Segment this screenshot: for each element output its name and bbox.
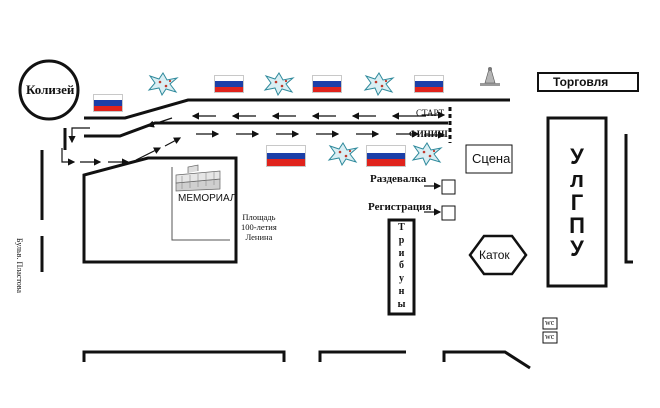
memorial-building-icon [175,164,221,192]
bottom-road-mid [318,350,406,362]
festive-star-icon [411,142,443,166]
festive-star-icon [263,72,295,96]
memorial-label: МЕМОРИАЛ [178,193,237,204]
route-arrows [61,111,446,216]
memorial-frame [171,167,230,241]
russian-flag-icon [312,75,342,93]
wc-label-2: wc [545,332,555,341]
stands-box [387,218,416,316]
registration-label: Регистрация [368,201,432,213]
festive-star-icon [327,142,359,166]
street-label: Бульв. Пластова [15,238,24,293]
russian-flag-icon [93,94,123,112]
registration-box [441,205,456,221]
trade-label: Торговля [553,75,609,89]
stage-box [465,144,513,174]
bottom-road-left [82,350,286,362]
russian-flag-icon [214,75,244,93]
university-building [546,116,608,288]
right-fence [624,134,633,264]
wc-label-1: wc [545,318,555,327]
rink-label: Каток [479,248,510,262]
festive-star-icon [363,72,395,96]
russian-flag-icon [414,75,444,93]
dressing-room-box [441,179,456,195]
wc-box-1 [542,317,558,330]
russian-flag-icon [366,145,406,167]
festive-star-icon [147,72,179,96]
coliseum-label: Колизей [26,82,75,97]
square-label: Площадь 100-летия Ленина [241,212,277,242]
wc-box-2 [542,331,558,344]
memorial-block [82,156,238,264]
monument-icon [480,67,500,86]
top-road [84,98,510,120]
finish-label: ФИНИШ [409,129,448,139]
stage-label: Сцена [472,151,511,166]
bottom-road-right [442,350,531,370]
start-label: СТАРТ [416,108,445,118]
dressing-room-label: Раздевалка [370,173,427,185]
rink-hexagon [468,234,528,276]
trade-box [537,72,639,92]
inner-road [84,121,448,138]
russian-flag-icon [266,145,306,167]
coliseum-circle [18,59,80,121]
